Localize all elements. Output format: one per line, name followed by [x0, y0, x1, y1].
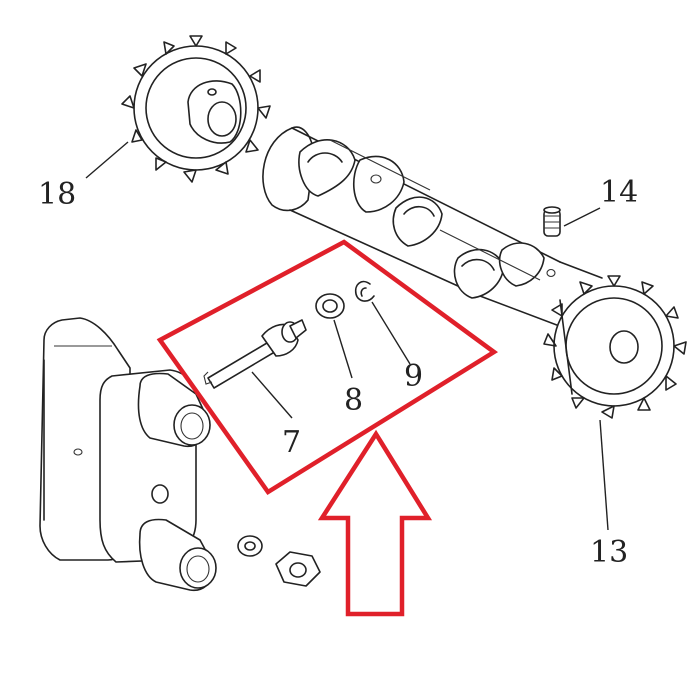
set-screw: [543, 206, 561, 237]
drive-gear: [121, 35, 271, 183]
hex-nut: [275, 551, 321, 587]
highlight-frame: [156, 239, 499, 496]
snap-ring-part-9: [354, 280, 375, 302]
callout-9: 9: [404, 359, 423, 394]
pin-part-7: [203, 319, 307, 389]
pointer-arrow: [317, 429, 433, 617]
leader-lines: [85, 141, 609, 531]
callout-18: 18: [38, 177, 76, 212]
camshaft-gear: [543, 275, 687, 419]
small-washer: [237, 535, 263, 557]
callout-14: 14: [600, 175, 638, 210]
callout-7: 7: [282, 425, 301, 460]
camshaft: [262, 126, 603, 331]
washer-part-8: [315, 293, 345, 319]
callout-8: 8: [344, 383, 363, 418]
housing-bracket: [39, 317, 217, 592]
callout-13: 13: [590, 535, 628, 570]
